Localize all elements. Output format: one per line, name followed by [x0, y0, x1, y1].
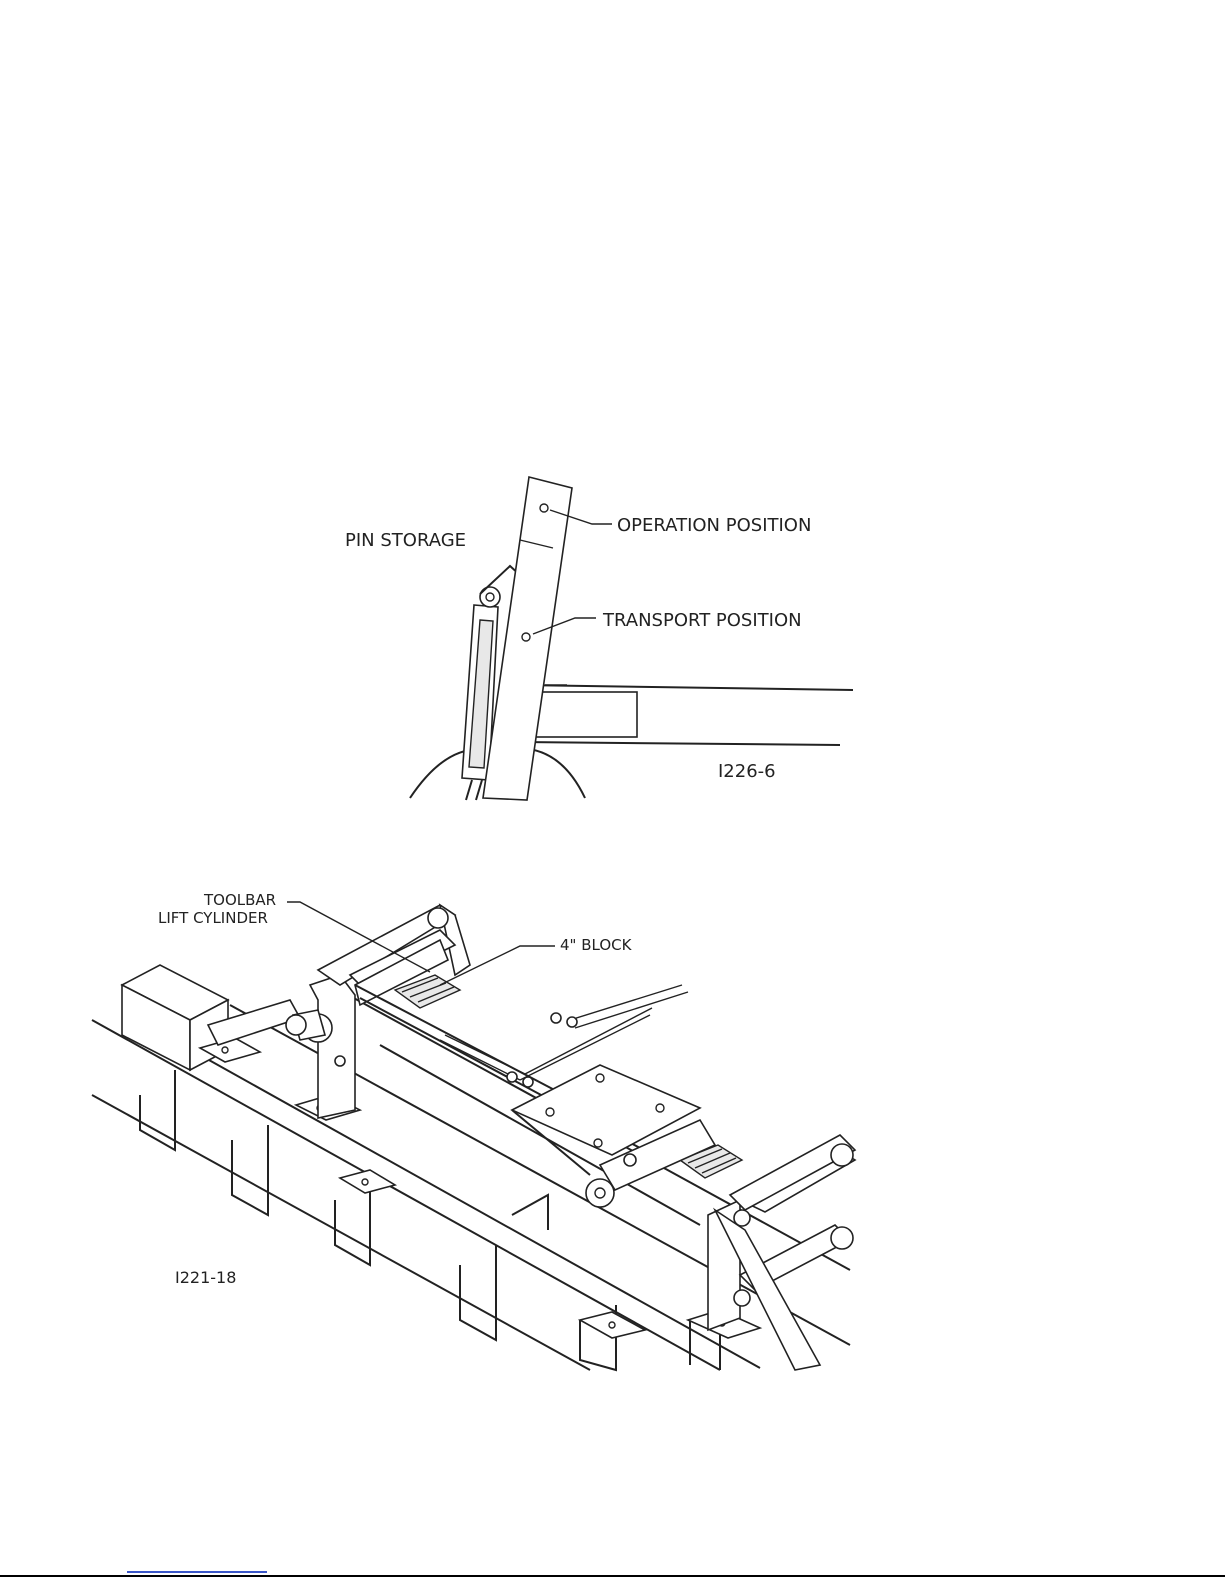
toolbar-assembly-diagram: TOOLBAR LIFT CYLINDER 4" BLOCK I221-18 — [0, 860, 1225, 1400]
mount-plates — [200, 1038, 760, 1338]
figure-id-label: I226-6 — [718, 761, 776, 782]
pin-storage-label: PIN STORAGE — [345, 530, 466, 551]
frame-beam — [520, 685, 853, 745]
pin-position-diagram: PIN STORAGE OPERATION POSITION TRANSPORT… — [0, 0, 1225, 820]
toolbar-label-line2: LIFT CYLINDER — [158, 909, 268, 927]
transport-position-label: TRANSPORT POSITION — [602, 610, 802, 631]
operation-position-label: OPERATION POSITION — [617, 515, 811, 536]
left-upright-bracket — [286, 975, 355, 1118]
block-label: 4" BLOCK — [560, 936, 633, 954]
toolbar-label-line1: TOOLBAR — [203, 891, 276, 909]
footer-link-underline[interactable] — [127, 1571, 267, 1573]
figure-id-label-bottom: I221-18 — [175, 1268, 236, 1287]
footer-rule — [0, 1575, 1225, 1577]
hydraulic-hoses — [440, 985, 688, 1087]
